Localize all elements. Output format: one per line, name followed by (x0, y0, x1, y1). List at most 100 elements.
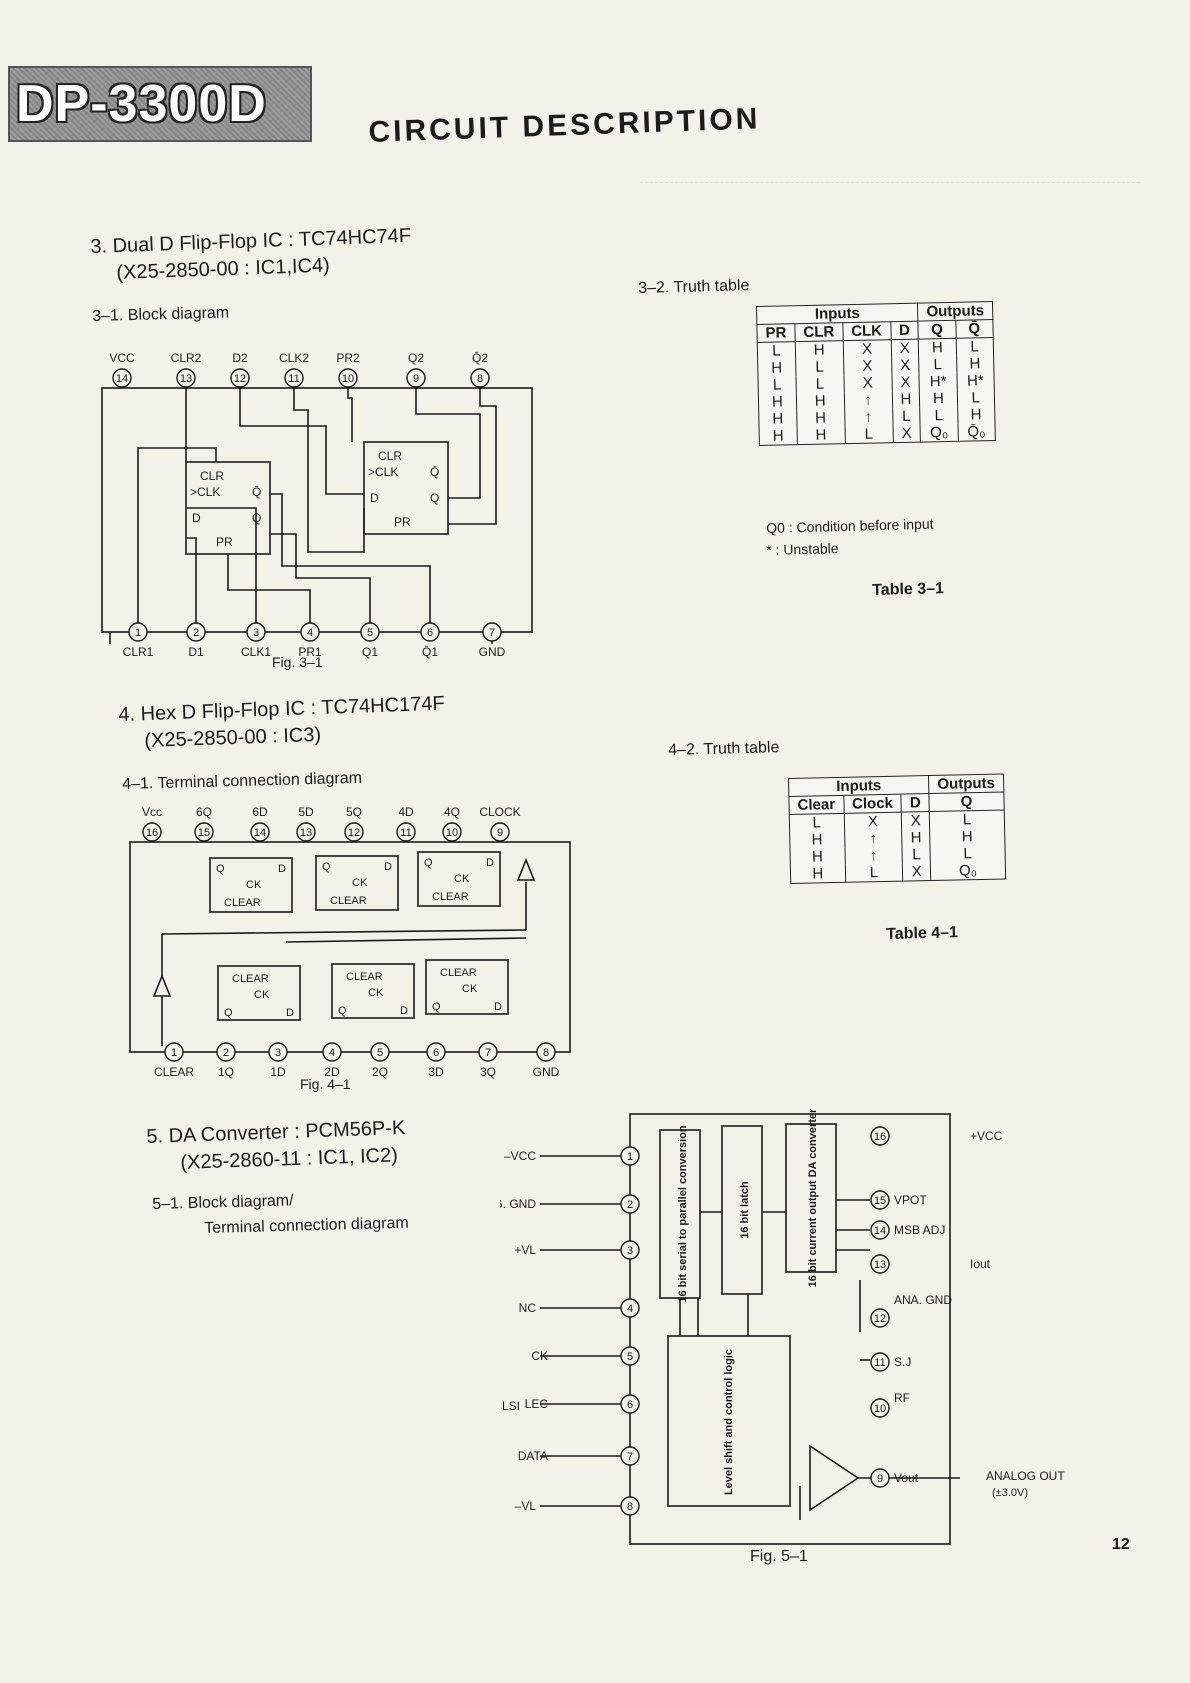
pin-number: 1 (171, 1047, 177, 1059)
table-cell: H (918, 338, 957, 357)
pin-label: CLK2 (279, 351, 309, 365)
pin-2 (186, 622, 206, 642)
pin-5 (370, 1042, 390, 1062)
ff-ck-label: CK (454, 873, 470, 885)
pin-16 (142, 822, 162, 842)
ff-clear-label: CLEAR (432, 891, 469, 903)
table-cell: H (796, 409, 845, 428)
package-outline (101, 387, 533, 633)
pin-label: 5D (298, 805, 314, 819)
block-label: 16 bit current output DA converter (807, 1108, 819, 1287)
pin-label: MSB ADJ (894, 1223, 945, 1237)
table-cell: ↑ (844, 846, 903, 865)
opamp (809, 1444, 860, 1512)
pin-label: S.J (894, 1355, 911, 1369)
model-text: DP-3300D (16, 75, 267, 133)
pin-label: GND (533, 1065, 560, 1079)
table-cell: L (757, 376, 797, 394)
pin-label: CLR1 (123, 645, 154, 659)
pin-number: 6 (427, 627, 433, 639)
ff-clk-label: >CLK (190, 485, 220, 499)
table-cell: Q̄₀ (957, 423, 996, 442)
pin-9 (406, 368, 426, 388)
pin-3 (246, 622, 266, 642)
pin-number: 8 (477, 373, 483, 385)
block-level-shift (667, 1335, 791, 1507)
pin-number: 7 (485, 1047, 491, 1059)
table-cell: H (795, 340, 844, 360)
table-cell: H (758, 410, 797, 428)
ff4-block (417, 851, 501, 907)
pin-label: Vcc (142, 805, 162, 819)
table-cell: ↑ (844, 408, 893, 427)
pin-label: GND (479, 645, 506, 659)
ff-d-label: D (384, 861, 392, 873)
pin-label: 6D (252, 805, 268, 819)
pin-label: D1 (188, 645, 204, 659)
ff-d-label: D (278, 863, 286, 875)
table-cell: X (891, 373, 920, 392)
column-header: CLK (842, 321, 891, 341)
ff-d-label: D (486, 857, 494, 869)
pin-number: 2 (223, 1047, 229, 1059)
fig5-1-diagram: 1–VCC2DIG. GND3+VL4NC5CK6LEC7DATA8–VLLSI… (500, 1108, 1065, 1545)
table-cell: H (956, 355, 994, 373)
table-cell: X (843, 374, 892, 393)
ff3-block (425, 959, 509, 1015)
table-cell: H (757, 359, 796, 377)
pin-label: PR1 (298, 645, 322, 659)
pin-label: Iout (970, 1257, 991, 1271)
lsi-label: LSI (502, 1399, 520, 1413)
pin-number: 11 (288, 373, 299, 385)
fig5-caption: Fig. 5–1 (750, 1548, 808, 1565)
pin-14 (112, 368, 132, 388)
pin-number: 10 (342, 373, 354, 385)
pin-label: 6Q (196, 805, 212, 819)
ff-d-label: D (192, 511, 201, 525)
column-header: D (890, 321, 919, 340)
pin-number: 14 (874, 1225, 886, 1237)
pin-label: DIG. GND (500, 1197, 536, 1211)
ff-clear-label: CLEAR (346, 971, 383, 983)
block-label: 16 bit latch (739, 1181, 751, 1239)
ff5-block (315, 855, 399, 911)
table31-label: Table 3–1 (872, 580, 945, 599)
pin-10 (338, 368, 358, 388)
table-cell: H (796, 392, 845, 411)
pin-9 (490, 822, 510, 842)
ff-ck-label: CK (368, 987, 384, 999)
clock-buffer (516, 857, 536, 881)
table41-label: Table 4–1 (886, 924, 959, 943)
table-cell: X (842, 339, 892, 359)
pin-label: CLEAR (154, 1065, 194, 1079)
pin-number: 6 (627, 1399, 633, 1411)
pin-13 (296, 822, 316, 842)
analog-out-label: ANALOG OUT (986, 1469, 1065, 1483)
table-cell: ↑ (844, 829, 903, 848)
pin-number: 15 (198, 827, 210, 839)
table-cell: L (757, 341, 796, 360)
pin-number: 12 (234, 373, 246, 385)
bleed-through-text (640, 170, 1140, 710)
table-cell: L (795, 375, 844, 394)
ff1-block (217, 965, 301, 1021)
page-number: 12 (1112, 1536, 1130, 1553)
ff-q-label: Q (224, 1007, 233, 1019)
table-cell: L (789, 813, 845, 832)
page-title: CIRCUIT DESCRIPTION (368, 102, 761, 149)
section4-part: (X25-2850-00 : IC3) (144, 723, 322, 752)
pin-1 (128, 622, 148, 642)
pin-label: CK (531, 1349, 548, 1363)
ff2-block (363, 441, 449, 535)
pin-label: PR2 (336, 351, 360, 365)
pin-10 (442, 822, 462, 842)
pin-number: 16 (874, 1131, 886, 1143)
ff-q-label: Q (252, 511, 261, 525)
column-header: Q (929, 791, 1004, 812)
ff-pr-label: PR (394, 515, 411, 529)
pin-number: 14 (116, 373, 128, 385)
